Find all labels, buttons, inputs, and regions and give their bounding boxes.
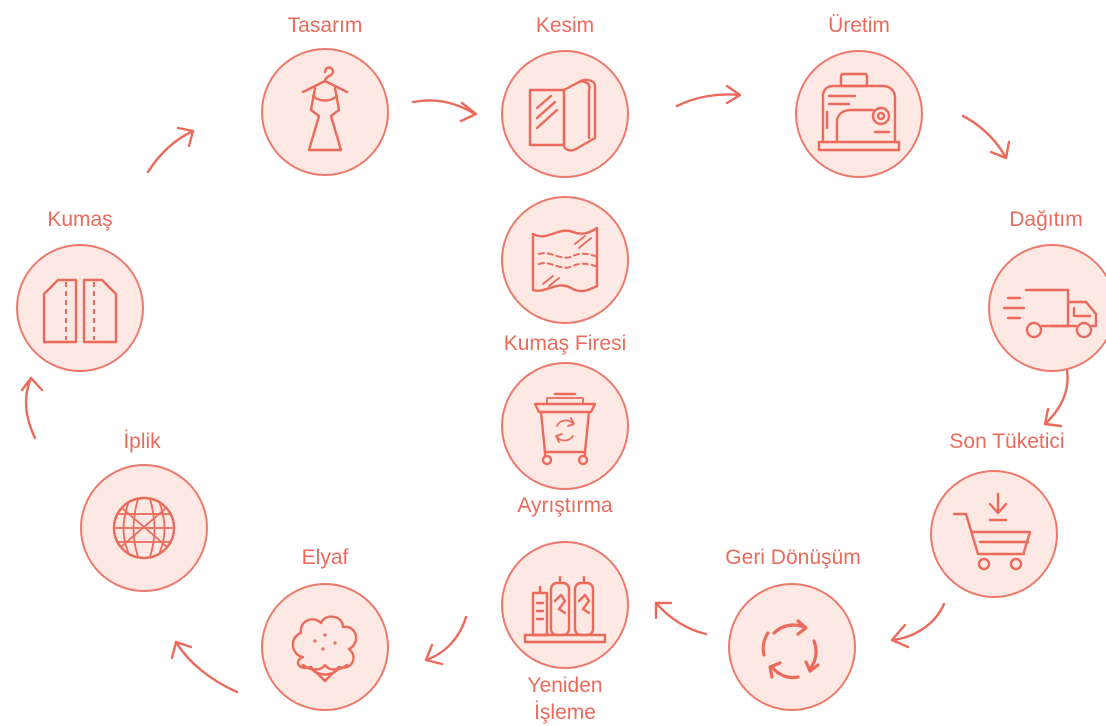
recycle-arrows-icon <box>761 619 820 680</box>
sewing-machine-icon <box>817 72 901 152</box>
node-iplik[interactable] <box>80 464 208 592</box>
arrow-kumas-tasarim <box>146 129 195 174</box>
arrow-dagitim-son <box>1043 368 1069 426</box>
node-label-elyaf: Elyaf <box>301 546 349 569</box>
node-label-ayristirma: Ayrıştırma <box>517 494 613 517</box>
arrow-tasarim-kesim <box>411 99 477 116</box>
node-kumas[interactable] <box>16 244 144 372</box>
arrow-elyaf-iplik <box>174 640 239 694</box>
dress-on-hanger-icon <box>301 66 349 152</box>
fabric-roll-icon <box>528 78 597 152</box>
shopping-cart-icon <box>952 492 1032 571</box>
delivery-truck-icon <box>1002 288 1098 339</box>
node-label-iplik: İplik <box>123 430 161 453</box>
fabric-scrap-icon <box>531 226 599 293</box>
node-tasarim[interactable] <box>261 48 389 176</box>
yarn-ball-icon <box>112 496 176 560</box>
node-label-geri-donusum: Geri Dönüşüm <box>725 546 861 569</box>
node-uretim[interactable] <box>795 50 923 178</box>
fabric-panels-icon <box>42 278 118 344</box>
node-label-kesim: Kesim <box>535 14 595 37</box>
node-label-kumas-firesi: Kumaş Firesi <box>503 332 627 355</box>
recycling-bin-icon <box>533 392 597 466</box>
node-label-tasarim: Tasarım <box>287 14 363 37</box>
node-label-uretim: Üretim <box>828 14 890 37</box>
node-label-yeniden-isleme: Yeniden İşleme <box>527 672 602 726</box>
arrow-yeniden-elyaf <box>424 615 468 662</box>
node-yeniden-isleme[interactable] <box>501 541 629 669</box>
node-dagitim[interactable] <box>988 244 1106 372</box>
node-label-yeniden-isleme-line1: Yeniden <box>527 674 603 697</box>
arrow-geri-yeniden <box>654 601 708 636</box>
processing-machine-icon <box>523 575 607 644</box>
node-label-kumas: Kumaş <box>47 208 113 231</box>
node-son-tuketici[interactable] <box>930 470 1058 598</box>
node-elyaf[interactable] <box>261 583 389 711</box>
arrow-kesim-uretim <box>675 93 742 108</box>
arrow-son-geri <box>890 602 946 642</box>
node-kumas-firesi[interactable] <box>501 196 629 324</box>
node-label-dagitim: Dağıtım <box>1009 208 1083 231</box>
arrow-iplik-kumas <box>24 376 37 440</box>
node-kesim[interactable] <box>501 50 629 178</box>
node-ayristirma[interactable] <box>501 362 629 490</box>
arrow-uretim-dagitim <box>961 114 1008 160</box>
node-label-yeniden-isleme-line2: İşleme <box>534 701 596 724</box>
node-geri-donusum[interactable] <box>728 583 856 711</box>
node-label-son-tuketici: Son Tüketici <box>949 430 1065 453</box>
cotton-boll-icon <box>291 615 358 683</box>
